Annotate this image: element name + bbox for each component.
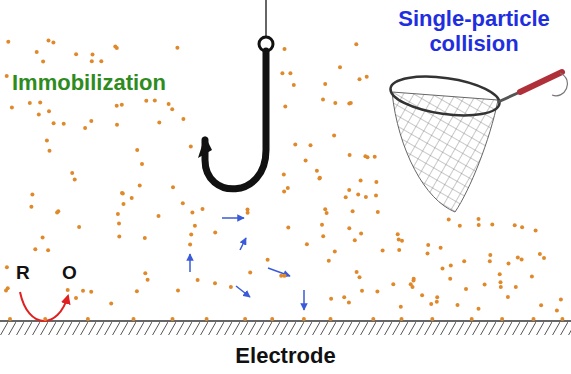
electrode — [0, 321, 571, 335]
text-label: Single-particle collision — [380, 6, 568, 57]
landing-net — [388, 71, 567, 212]
text-label: R — [16, 262, 30, 284]
redox-arrow — [20, 292, 68, 321]
motion-arrows — [190, 218, 304, 310]
text-label: Immobilization — [12, 70, 166, 95]
text-label: Electrode — [0, 343, 571, 368]
particles — [4, 38, 564, 321]
fishing-hook — [198, 0, 273, 189]
text-label: O — [62, 262, 77, 284]
